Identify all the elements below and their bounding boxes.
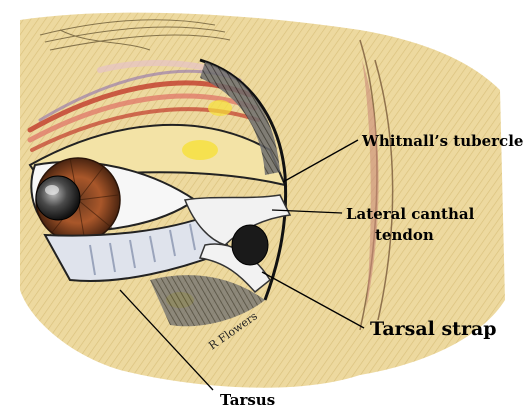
label-tendon: tendon — [375, 226, 434, 244]
label-lateral-canthal: Lateral canthal — [346, 205, 474, 223]
pupil-highlight — [45, 185, 59, 195]
pupil — [36, 176, 80, 220]
label-whitnalls-tubercle: Whitnall’s tubercle — [362, 132, 523, 150]
fat-yellow-1 — [182, 140, 218, 160]
label-tarsal-strap: Tarsal strap — [370, 318, 497, 340]
strap-hole — [232, 225, 268, 265]
fat-yellow-2 — [208, 100, 232, 116]
label-tarsus: Tarsus — [220, 391, 275, 409]
